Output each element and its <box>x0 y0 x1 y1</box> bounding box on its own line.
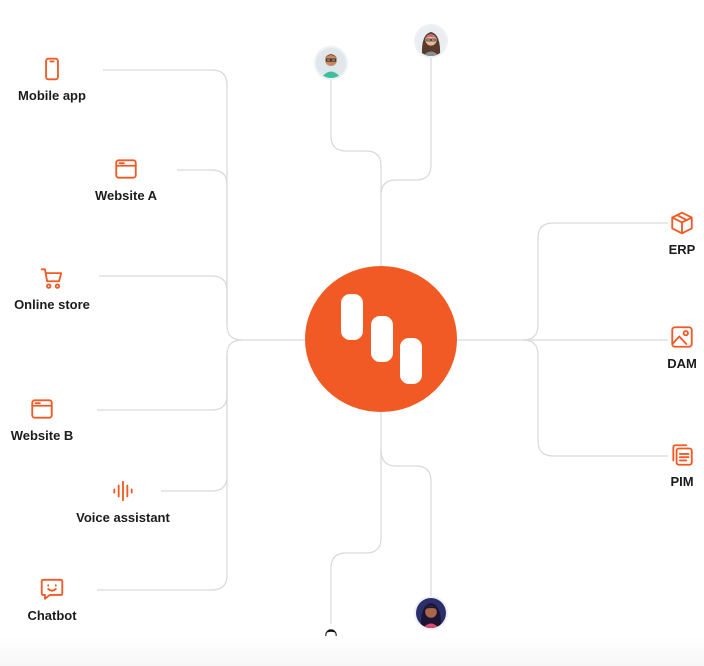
system-erp: ERP <box>660 209 704 257</box>
system-dam: DAM <box>660 323 704 371</box>
connector-pim <box>522 339 668 457</box>
chat-bubble-icon <box>38 575 66 603</box>
connector-voice-assistant <box>161 355 228 492</box>
connector-online-store <box>99 275 228 325</box>
brand-logo-icon <box>341 294 422 384</box>
channel-chatbot: Chatbot <box>16 575 88 623</box>
user-avatar <box>416 598 446 628</box>
mobile-phone-icon <box>38 55 66 83</box>
system-label: ERP <box>668 242 696 257</box>
connector-chatbot <box>97 355 228 591</box>
connector-hub-right <box>457 222 668 341</box>
channel-label: Website A <box>94 188 158 203</box>
channel-website-b: Website B <box>3 395 81 443</box>
connector-avatar-top-right <box>380 56 432 196</box>
shopping-cart-icon <box>38 264 66 292</box>
connector-avatar-top-left <box>330 78 382 268</box>
channel-online-store: Online store <box>9 264 95 312</box>
channel-label: Voice assistant <box>76 510 170 525</box>
central-hub <box>305 266 457 412</box>
bottom-fade <box>0 636 704 666</box>
documents-stack-icon <box>668 441 696 469</box>
channel-label: Online store <box>14 297 90 312</box>
user-avatar <box>416 26 446 56</box>
system-label: PIM <box>670 474 694 489</box>
connector-mobile-app <box>103 69 305 341</box>
image-icon <box>668 323 696 351</box>
system-pim: PIM <box>660 441 704 489</box>
browser-window-icon <box>112 155 140 183</box>
connector-avatar-bottom-left <box>330 410 382 625</box>
connector-avatar-bottom-right <box>380 449 432 598</box>
channel-voice-assistant: Voice assistant <box>72 477 174 525</box>
connector-website-a <box>177 169 228 325</box>
channel-mobile-app: Mobile app <box>12 55 92 103</box>
channel-label: Mobile app <box>18 88 86 103</box>
channel-label: Website B <box>10 428 74 443</box>
package-box-icon <box>668 209 696 237</box>
channel-label: Chatbot <box>27 608 77 623</box>
system-label: DAM <box>667 356 697 371</box>
connector-website-b <box>97 339 243 411</box>
channel-website-a: Website A <box>86 155 166 203</box>
sound-wave-icon <box>109 477 137 505</box>
user-avatar <box>316 48 346 78</box>
browser-window-icon <box>28 395 56 423</box>
